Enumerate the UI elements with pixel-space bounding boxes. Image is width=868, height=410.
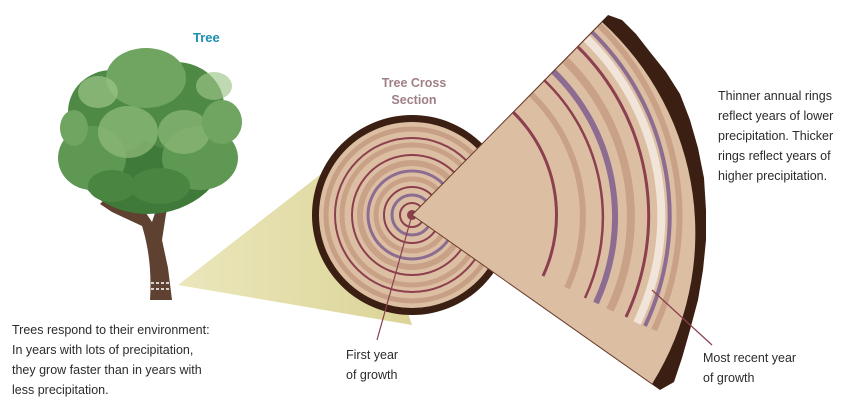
first-year-label: First year of growth [346,345,436,385]
cross-section-title: Tree Cross Section [360,75,468,109]
rings-annotation: Thinner annual rings reflect years of lo… [718,86,864,186]
recent-year-label: Most recent year of growth [703,348,843,388]
tree-foliage [58,48,242,214]
environment-annotation: Trees respond to their environment: In y… [12,320,282,400]
tree-title: Tree [193,30,220,45]
ring-wedge [412,15,706,390]
